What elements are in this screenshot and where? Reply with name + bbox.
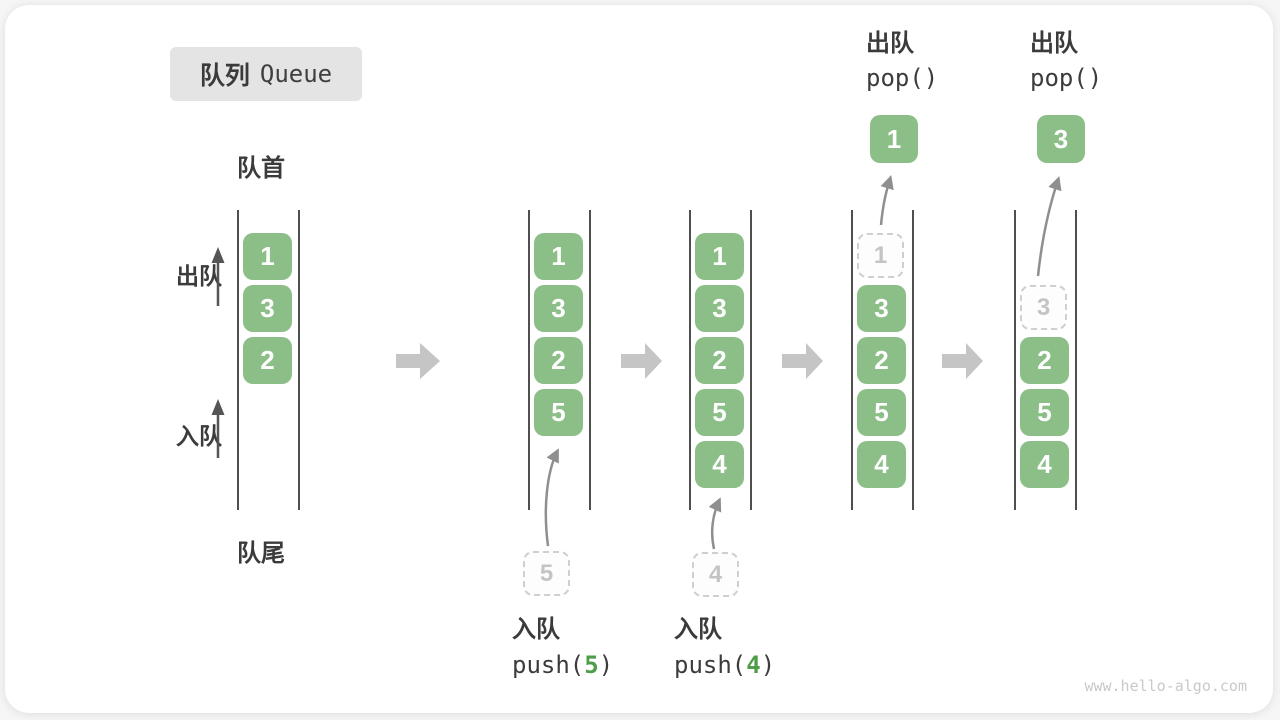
dequeue-side-label: 出队: [176, 263, 222, 289]
queue-rail-right: [912, 210, 914, 510]
queue-rail-left: [689, 210, 691, 510]
queue-cell: 1: [243, 233, 292, 280]
queue-rail-right: [589, 210, 591, 510]
queue-cell: 1: [534, 233, 583, 280]
code-pre: push(: [674, 651, 747, 679]
queue-cell: 2: [695, 337, 744, 384]
queue-rail-left: [237, 210, 239, 510]
figure-title-zh: 队列: [199, 62, 250, 90]
queue-rail-left: [1014, 210, 1016, 510]
enqueue-op-code: push(5): [512, 652, 613, 678]
code-post: ): [598, 651, 614, 679]
queue-cell: 3: [534, 285, 583, 332]
queue-cell: 5: [1020, 389, 1069, 436]
code-arg: 5: [584, 651, 599, 679]
enqueue-op-label: 入队: [674, 616, 722, 643]
watermark: www.hello-algo.com: [1084, 677, 1247, 695]
queue-rail-right: [1075, 210, 1077, 510]
enqueue-op-label: 入队: [512, 616, 560, 643]
popped-cell: 1: [870, 115, 918, 163]
enqueue-ghost-cell: 5: [523, 551, 570, 596]
queue-rail-right: [750, 210, 752, 510]
queue-cell: 2: [857, 337, 906, 384]
queue-front-label: 队首: [237, 155, 285, 182]
code-arg: 4: [746, 651, 761, 679]
queue-cell: 5: [534, 389, 583, 436]
dequeue-op-label: 出队: [1030, 30, 1078, 57]
queue-cell: 2: [243, 337, 292, 384]
figure-card: [5, 5, 1273, 713]
enqueue-ghost-cell: 4: [692, 552, 739, 597]
figure-title: 队列 Queue: [170, 47, 362, 101]
queue-rail-left: [528, 210, 530, 510]
queue-rail-right: [298, 210, 300, 510]
dequeue-op-code: pop(): [1030, 64, 1103, 92]
queue-cell: 5: [695, 389, 744, 436]
dequeue-op-code: pop(): [866, 64, 939, 92]
queue-cell: 2: [1020, 337, 1069, 384]
queue-rear-label: 队尾: [237, 540, 285, 567]
dequeued-ghost-cell: 1: [857, 233, 904, 278]
enqueue-side-label: 入队: [176, 423, 222, 449]
code-pre: push(: [512, 651, 585, 679]
code-post: ): [760, 651, 776, 679]
queue-cell: 4: [857, 441, 906, 488]
queue-cell: 3: [695, 285, 744, 332]
queue-cell: 4: [1020, 441, 1069, 488]
enqueue-op-code: push(4): [674, 652, 775, 678]
queue-cell: 5: [857, 389, 906, 436]
dequeue-op-label: 出队: [866, 30, 914, 57]
queue-cell: 3: [857, 285, 906, 332]
queue-rail-left: [851, 210, 853, 510]
queue-cell: 3: [243, 285, 292, 332]
dequeued-ghost-cell: 3: [1020, 285, 1067, 330]
queue-cell: 2: [534, 337, 583, 384]
queue-cell: 4: [695, 441, 744, 488]
queue-cell: 1: [695, 233, 744, 280]
popped-cell: 3: [1037, 115, 1085, 163]
figure-title-en: Queue: [259, 60, 333, 88]
